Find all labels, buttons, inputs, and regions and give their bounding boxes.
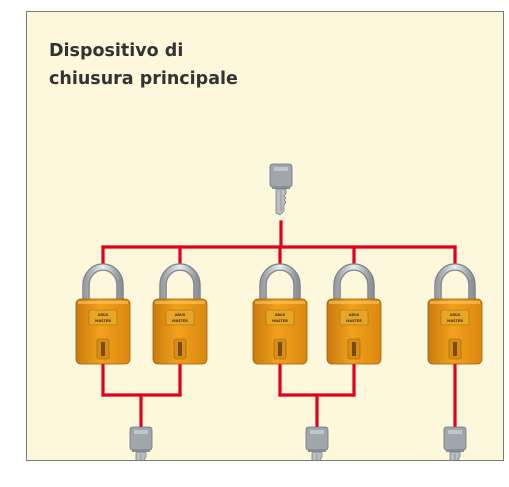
padlock-model: MASTER bbox=[272, 319, 288, 323]
padlock-icon: ABUS MASTER bbox=[326, 263, 382, 365]
padlock-icon: ABUS MASTER bbox=[427, 263, 483, 365]
padlock-brand: ABUS bbox=[175, 313, 186, 317]
padlock-brand: ABUS bbox=[349, 313, 360, 317]
padlock-icon: ABUS MASTER bbox=[152, 263, 208, 365]
group-key-3-icon bbox=[443, 426, 467, 460]
master-key-icon bbox=[269, 163, 293, 216]
diagram-panel: Dispositivo di chiusura principale ABUS M… bbox=[26, 11, 504, 461]
padlock-model: MASTER bbox=[95, 319, 111, 323]
group-key-1-icon bbox=[129, 426, 153, 460]
padlock-model: MASTER bbox=[447, 319, 463, 323]
padlock-model: MASTER bbox=[346, 319, 362, 323]
padlock-model: MASTER bbox=[172, 319, 188, 323]
padlock-brand: ABUS bbox=[450, 313, 461, 317]
diagram-title: Dispositivo di chiusura principale bbox=[49, 41, 238, 89]
padlock-icon: ABUS MASTER bbox=[75, 263, 131, 365]
padlock-brand: ABUS bbox=[275, 313, 286, 317]
padlock-icon: ABUS MASTER bbox=[252, 263, 308, 365]
group-key-2-icon bbox=[305, 426, 329, 460]
hierarchy-diagram: ABUS MASTER ABUS MASTER ABUS MASTER ABUS MASTER… bbox=[75, 163, 483, 460]
padlock-brand: ABUS bbox=[98, 313, 109, 317]
